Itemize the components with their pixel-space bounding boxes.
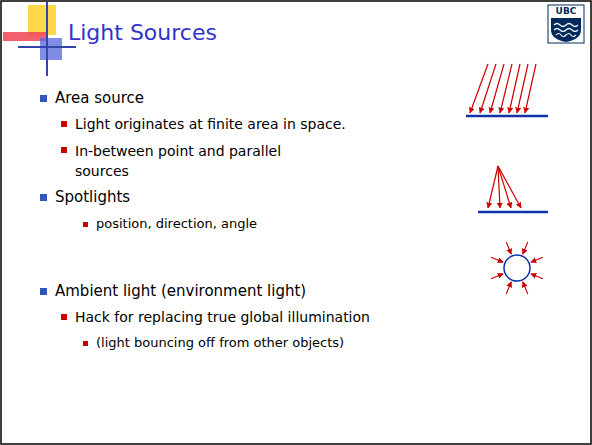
sub-bullet-text: Light originates at finite area in space…	[75, 115, 346, 133]
ambient-illustration	[491, 242, 543, 294]
ubc-logo	[548, 5, 584, 43]
slide-title: Light Sources	[68, 20, 217, 46]
bullet-marker	[40, 194, 47, 201]
bullet-text: Area source	[55, 89, 144, 107]
sub-bullet-text: In-between point and parallel sources	[75, 141, 330, 181]
corner-decoration	[3, 2, 76, 76]
bullet-marker	[40, 288, 47, 295]
bullet-text: Spotlights	[55, 188, 130, 206]
bullet-marker	[61, 147, 67, 153]
logo-text: UBC	[548, 6, 584, 17]
bullet-marker	[61, 314, 67, 320]
bullet-marker	[83, 341, 88, 346]
spotlight-illustration	[478, 166, 548, 212]
area-source-illustration	[466, 64, 548, 116]
bullet-marker	[40, 95, 47, 102]
bullet-marker	[61, 121, 67, 127]
sub-bullet-text: Hack for replacing true global illuminat…	[75, 308, 370, 326]
bullet-text: Ambient light (environment light)	[55, 282, 306, 300]
sub-sub-bullet-text: position, direction, angle	[96, 215, 257, 233]
sub-sub-bullet-text: (light bouncing off from other objects)	[96, 334, 344, 352]
bullet-marker	[83, 222, 88, 227]
